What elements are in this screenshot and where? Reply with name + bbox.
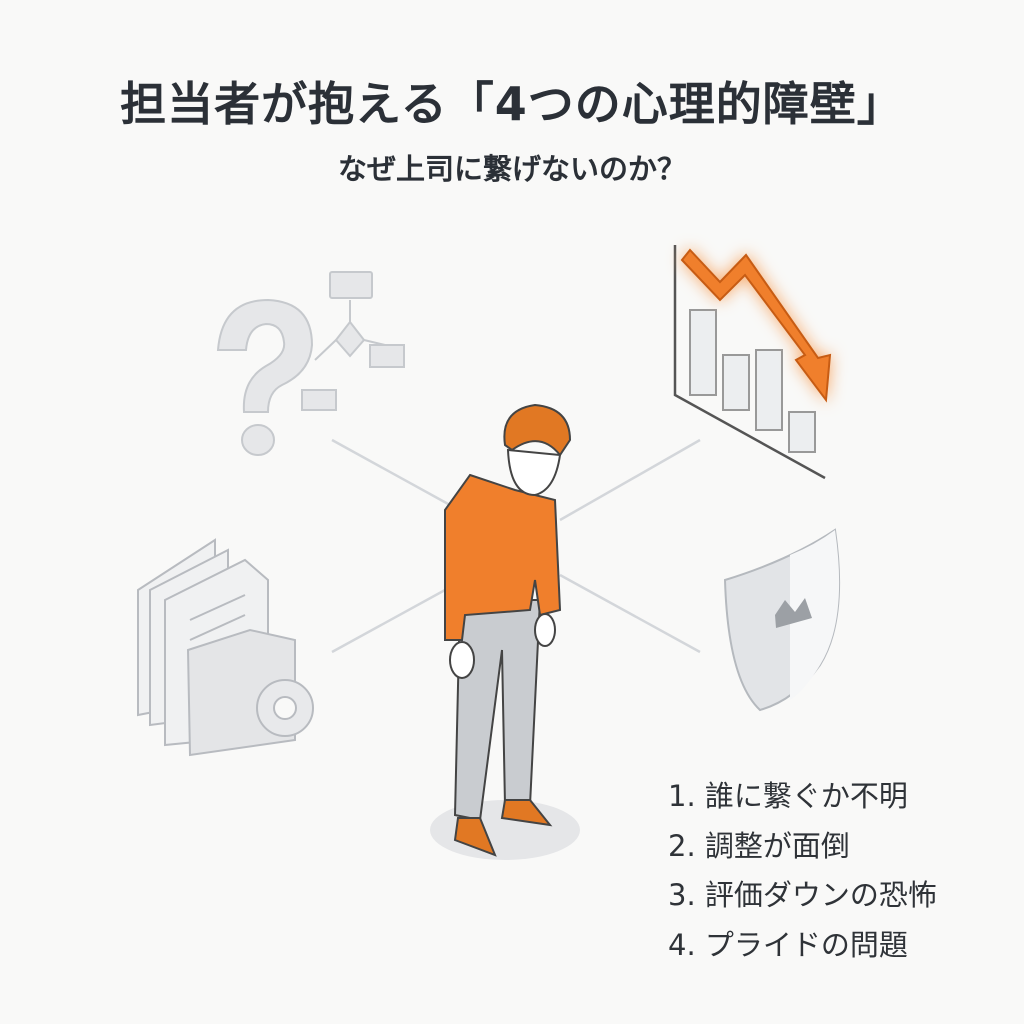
declining-chart-icon (673, 245, 832, 480)
barrier-item-1: 1. 誰に繋ぐか不明 (668, 779, 908, 813)
question-flowchart-icon (216, 271, 405, 456)
barrier-item-3: 3. 評価ダウンの恐怖 (668, 878, 937, 912)
connector-lines (331, 438, 701, 654)
page-title: 担当者が抱える「4つの心理的障壁」 (120, 77, 904, 131)
barrier-list: 1. 誰に繋ぐか不明 2. 調整が面倒 3. 評価ダウンの恐怖 4. プライドの… (668, 772, 937, 970)
shield-crown-icon (723, 528, 841, 712)
documents-gear-icon (137, 538, 314, 757)
barrier-item-4: 4. プライドの問題 (668, 927, 908, 962)
worried-person (430, 403, 580, 860)
page-subtitle: なぜ上司に繋げないのか？ (337, 152, 686, 186)
barrier-item-2: 2. 調整が面倒 (668, 828, 850, 863)
